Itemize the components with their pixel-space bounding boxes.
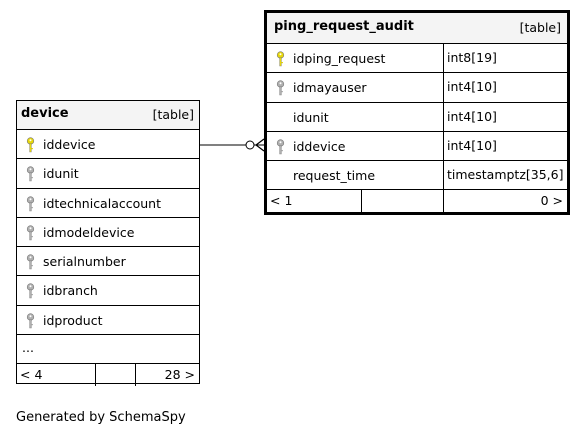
column-name: serialnumber	[43, 254, 126, 270]
primary-key-icon	[276, 51, 285, 67]
ping-request-audit-table[interactable]: ping_request_audit [table] idping_reques…	[264, 10, 570, 215]
ping-table-footer: < 1 0 >	[267, 190, 567, 213]
foreign-key-icon	[276, 80, 285, 96]
column-name: idunit	[43, 166, 79, 182]
foreign-key-icon	[26, 166, 35, 182]
zero-cardinality-marker	[245, 140, 255, 150]
foreign-key-icon	[26, 225, 35, 241]
device-table-header: device [table]	[17, 101, 199, 130]
column-row[interactable]: idbranch	[17, 276, 199, 306]
column-row[interactable]: request_time timestamptz[35,6]	[267, 161, 569, 191]
children-count[interactable]: 0 >	[540, 193, 563, 209]
parents-count[interactable]: < 1	[270, 193, 293, 209]
column-name: idbranch	[43, 283, 98, 299]
column-row[interactable]: idmayauser int4[10]	[267, 73, 569, 103]
column-row[interactable]: idmodeldevice	[17, 218, 199, 248]
column-name: iddevice	[43, 137, 96, 152]
column-type: int4[10]	[443, 73, 569, 102]
table-kind: [table]	[519, 20, 561, 35]
table-name: device	[21, 106, 69, 121]
children-count[interactable]: 28 >	[164, 367, 195, 383]
foreign-key-icon	[26, 254, 35, 270]
column-type: int4[10]	[443, 102, 569, 131]
column-row[interactable]: idtechnicalaccount	[17, 189, 199, 218]
table-name: ping_request_audit	[274, 19, 414, 34]
column-name: idtechnicalaccount	[43, 195, 161, 211]
table-kind: [table]	[152, 107, 194, 122]
ping-table-header: ping_request_audit [table]	[267, 13, 567, 44]
more-columns: ...	[22, 340, 34, 356]
column-type: timestamptz[35,6]	[443, 161, 569, 190]
column-type: int8[19]	[443, 44, 569, 73]
parents-count[interactable]: < 4	[20, 367, 43, 383]
foreign-key-icon	[26, 195, 35, 211]
column-name: idping_request	[293, 51, 386, 66]
column-row[interactable]: iddevice int4[10]	[267, 131, 569, 162]
generated-by-caption: Generated by SchemaSpy	[16, 410, 186, 425]
column-type: int4[10]	[443, 131, 569, 161]
device-table[interactable]: device [table] iddevice idunit idtechnical…	[16, 100, 200, 387]
foreign-key-icon	[276, 139, 285, 155]
column-name: request_time	[293, 168, 376, 184]
column-row[interactable]: idproduct	[17, 306, 199, 336]
foreign-key-icon	[26, 283, 35, 299]
column-name: idmayauser	[293, 80, 367, 96]
column-name: idmodeldevice	[43, 224, 135, 240]
column-name: idunit	[293, 109, 329, 125]
column-row[interactable]: serialnumber	[17, 247, 199, 277]
column-row[interactable]: iddevice	[17, 130, 199, 160]
device-table-footer: < 4 28 >	[17, 364, 199, 387]
column-name: iddevice	[293, 138, 346, 154]
column-name: idproduct	[43, 312, 103, 328]
column-row[interactable]: idping_request int8[19]	[267, 44, 569, 74]
foreign-key-icon	[26, 313, 35, 328]
crows-foot-marker	[255, 138, 265, 152]
primary-key-icon	[26, 137, 35, 153]
more-columns-row: ...	[17, 335, 199, 365]
column-row[interactable]: idunit int4[10]	[267, 102, 569, 132]
column-row[interactable]: idunit	[17, 159, 199, 189]
